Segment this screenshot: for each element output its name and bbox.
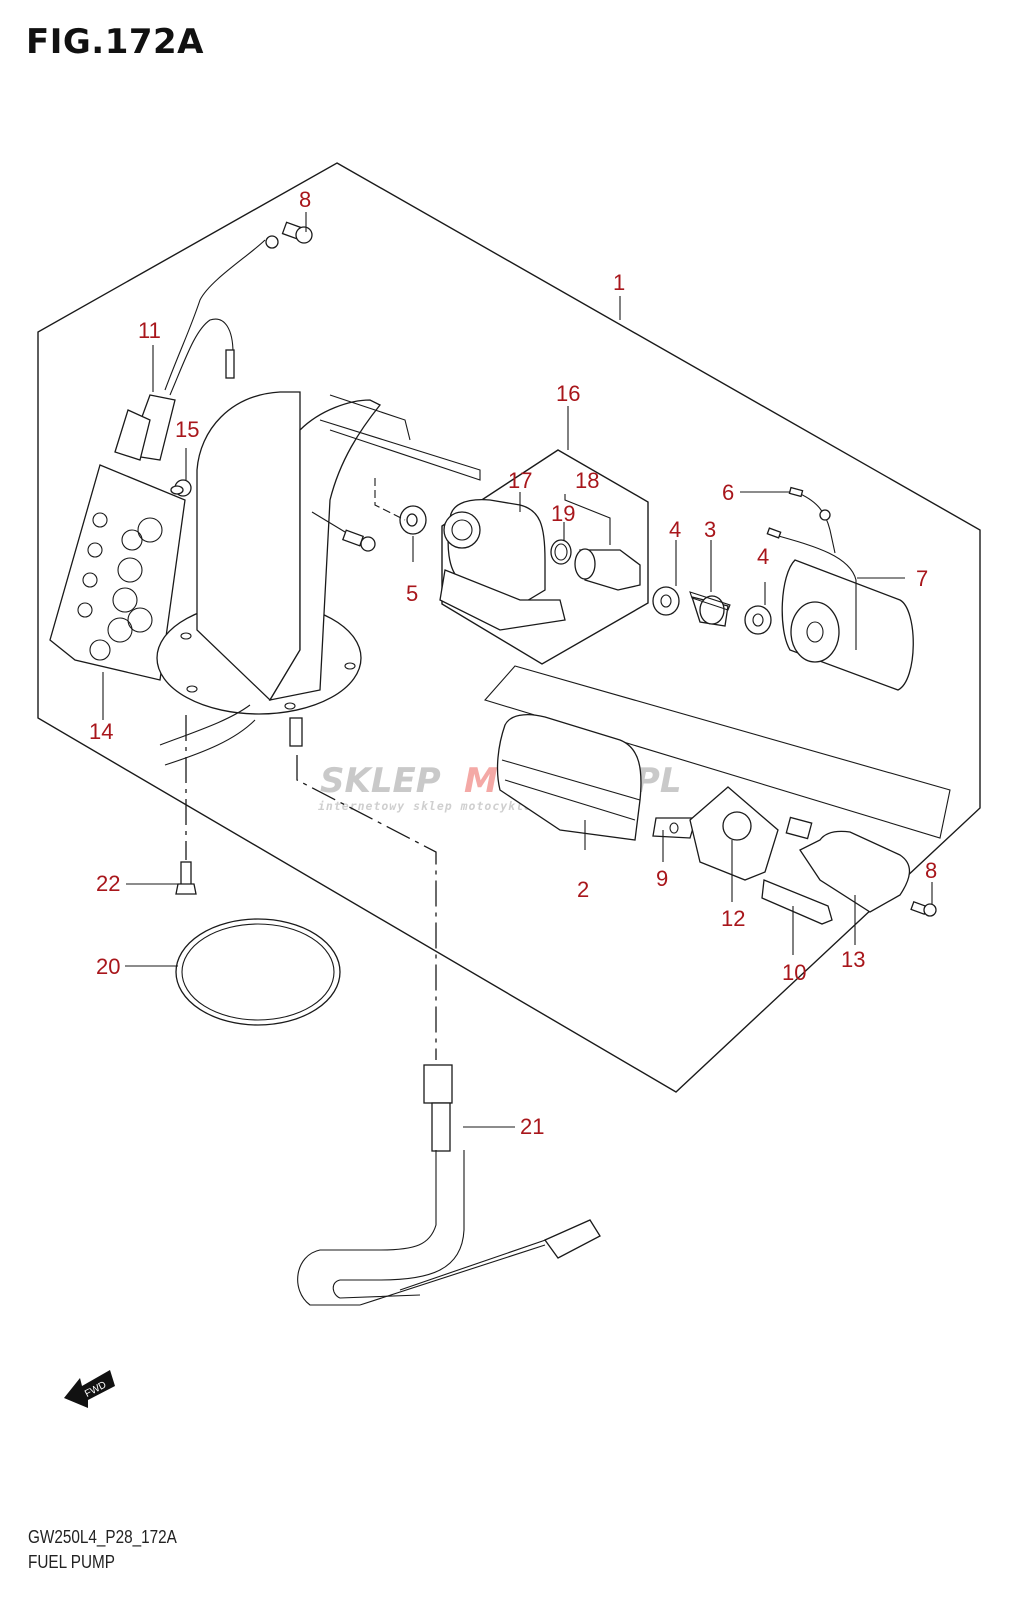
assembly-1-boundary	[37, 162, 981, 1093]
callout-22: 22	[96, 871, 120, 896]
callout-6: 6	[722, 480, 734, 505]
fwd-label: FWD	[83, 1380, 108, 1400]
subframe-2-boundary	[484, 665, 951, 839]
part-17-pump	[439, 499, 566, 631]
subassembly-16-boundary	[441, 449, 649, 665]
bracket-screw	[311, 511, 376, 552]
part-11-harness	[114, 235, 279, 461]
callout-17: 17	[508, 468, 532, 493]
outlet-hose-alignment	[296, 755, 437, 1060]
part-14-guard	[49, 464, 186, 681]
part-6-lead	[788, 486, 836, 554]
part-4-washer-right	[744, 605, 772, 635]
part-22-bolt	[175, 715, 197, 895]
watermark-tagline: internetowy sklep motocyklowy	[318, 799, 548, 813]
callouts: 1 2 3 4 4 5 6 7 8 8 9 10 11 12 13 14 15 …	[89, 187, 937, 1139]
callout-12: 12	[721, 906, 745, 931]
fwd-arrow-icon	[64, 1370, 115, 1408]
part-8-screw-top	[281, 221, 313, 244]
callout-21: 21	[520, 1114, 544, 1139]
callout-11: 11	[138, 318, 161, 343]
part-5-washer	[374, 478, 427, 535]
part-13-holder	[785, 816, 911, 913]
callout-15: 15	[175, 417, 199, 442]
callout-18: 18	[575, 468, 599, 493]
callout-9: 9	[656, 866, 668, 891]
callout-13: 13	[841, 947, 865, 972]
leader-lines	[102, 212, 933, 1128]
callout-5: 5	[406, 581, 418, 606]
callout-16: 16	[556, 381, 580, 406]
callout-1: 1	[613, 270, 625, 295]
part-19-oring	[550, 539, 572, 565]
figure-code: GW250L4_P28_172A	[28, 1527, 177, 1547]
part-3-regulator	[689, 591, 731, 627]
callout-20: 20	[96, 954, 120, 979]
callout-2: 2	[577, 877, 589, 902]
part-4-washer-left	[652, 586, 680, 616]
callout-3: 3	[704, 517, 716, 542]
callout-10: 10	[782, 960, 806, 985]
callout-4-right: 4	[757, 544, 769, 569]
figure-title: FIG.172A	[26, 22, 204, 62]
part-21-hose	[297, 1064, 601, 1306]
fwd-indicator: FWD	[64, 1370, 115, 1408]
part-9-cushion	[652, 817, 697, 839]
watermark-part1: SKLEP	[320, 761, 441, 801]
part-18-fitting	[574, 548, 641, 591]
part-7-motor	[766, 527, 914, 691]
callout-7: 7	[916, 566, 928, 591]
fuel-pump-body	[156, 391, 481, 766]
part-10-pad	[761, 879, 833, 925]
callout-19: 19	[551, 501, 575, 526]
callout-8-right: 8	[925, 858, 937, 883]
part-8-screw-right	[910, 901, 937, 917]
callout-4-left: 4	[669, 517, 681, 542]
part-12-filter	[689, 786, 779, 881]
callout-14: 14	[89, 719, 113, 744]
part-20-gasket	[175, 918, 341, 1026]
part-2-strainer	[496, 714, 642, 841]
part-15-clip	[170, 479, 192, 497]
figure-name: FUEL PUMP	[28, 1552, 116, 1572]
callout-8-top: 8	[299, 187, 311, 212]
